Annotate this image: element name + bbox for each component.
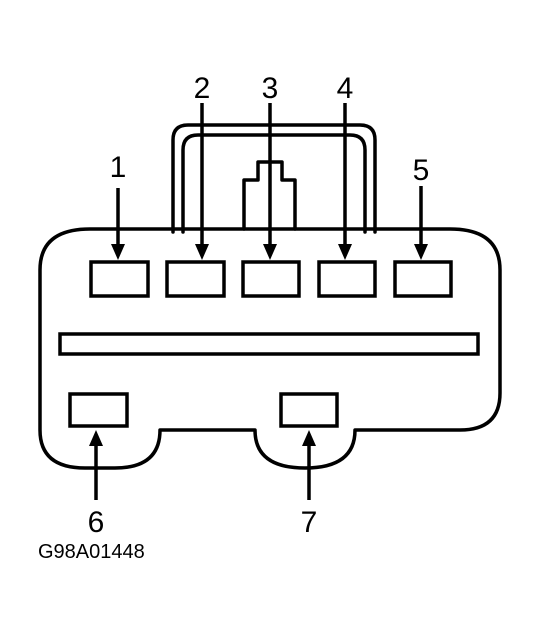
leader-arrow-5 [414,186,428,260]
locking-latch-inner [181,133,367,234]
cavity-pin-4 [317,260,377,298]
connector-body-outline [38,227,502,470]
cavity-pin-2 [165,260,226,298]
leader-arrow-1 [111,188,125,260]
cavity-pin-6 [68,392,129,428]
pin-label-6: 6 [88,506,105,539]
leader-arrow-2 [195,103,209,260]
center-rib [58,332,480,356]
pin-label-2: 2 [194,72,211,105]
figure-code: G98A01448 [38,541,145,563]
pin-label-3: 3 [262,72,279,105]
pin-label-4: 4 [337,72,354,105]
cavity-pin-3 [241,260,301,298]
leader-arrow-4 [338,103,352,260]
pin-label-1: 1 [110,151,127,184]
cavity-pin-7 [279,392,339,428]
leader-arrow-3 [263,103,277,260]
cavity-pin-1 [89,260,150,298]
pin-label-5: 5 [413,154,430,187]
leader-arrow-7 [302,430,316,500]
locking-latch-outer [171,123,377,234]
cavity-pin-5 [393,260,453,298]
leader-arrow-6 [89,430,103,500]
pin-label-7: 7 [301,506,318,539]
